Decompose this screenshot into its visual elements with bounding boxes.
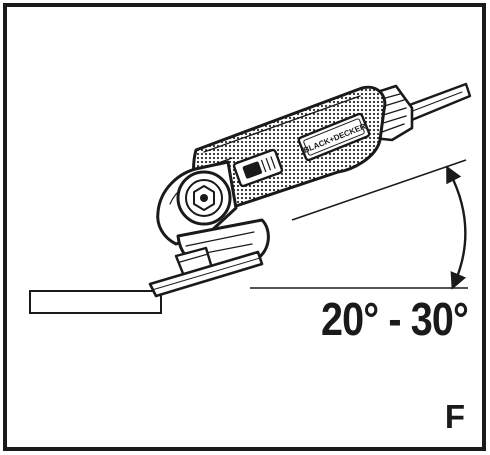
slide-switch — [232, 148, 284, 188]
figure-letter: F — [444, 398, 465, 435]
angle-range-label: 20° - 30° — [320, 293, 469, 345]
angle-arrow-icon — [446, 165, 467, 290]
brand-logo-badge: BLACK+DECKER — [297, 112, 371, 162]
angle-grinder-illustration: BLACK+DECKER — [148, 82, 472, 298]
workpiece-block — [29, 290, 162, 314]
figure-border — [3, 3, 486, 451]
tilted-reference-line — [291, 159, 467, 221]
